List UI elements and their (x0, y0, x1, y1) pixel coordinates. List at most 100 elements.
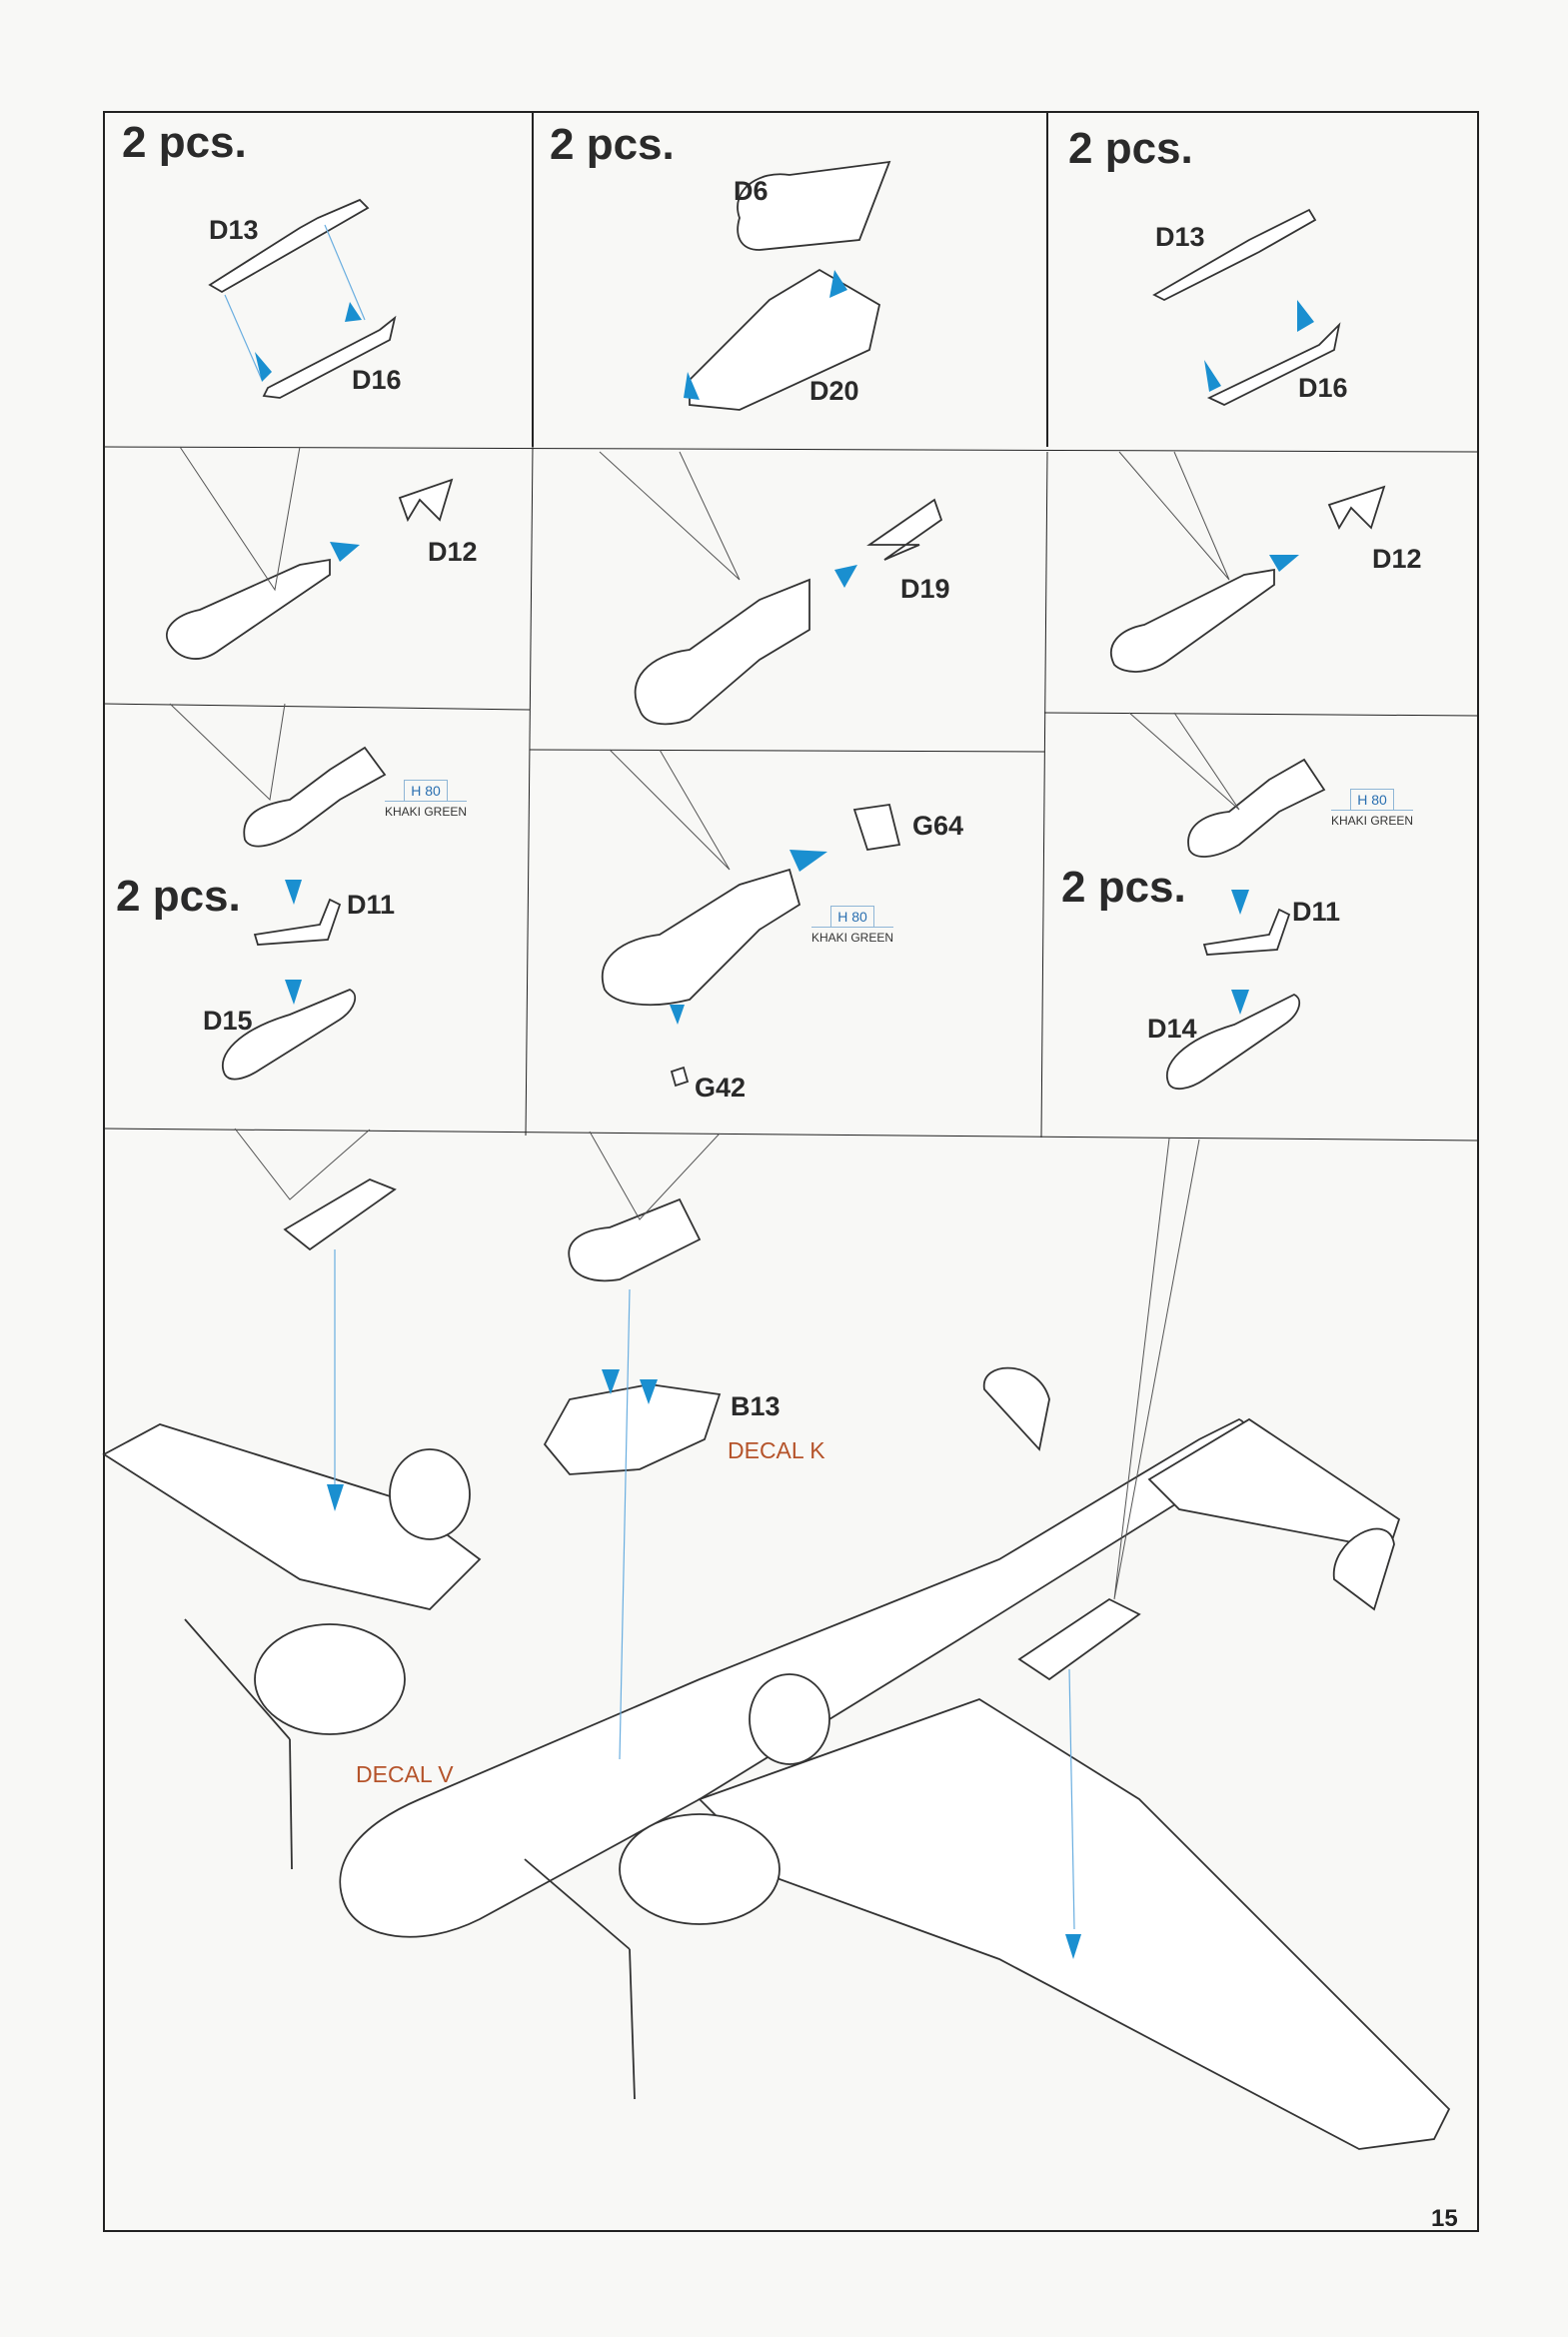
arrow-icon (789, 850, 827, 872)
part-label: D19 (900, 574, 950, 604)
quantity-label: 2 pcs. (116, 872, 241, 921)
propeller (184, 1618, 291, 1740)
part-d20 (689, 268, 881, 411)
callout (1113, 1138, 1200, 1600)
engine-right (619, 1813, 781, 1925)
part-label: G64 (912, 811, 964, 841)
arrow-icon (330, 542, 360, 562)
divider (103, 1128, 1479, 1142)
part-label: D11 (1292, 897, 1341, 927)
bomb (165, 558, 331, 660)
page-frame (103, 111, 1479, 2232)
part-label: D16 (352, 365, 402, 395)
wheel (389, 1448, 471, 1540)
paint-code: H 80 (1350, 789, 1395, 810)
paint-callout: H 80 KHAKI GREEN (1331, 789, 1414, 828)
divider (103, 703, 531, 711)
aircraft-wing-left (102, 1423, 482, 1610)
propeller (289, 1738, 293, 1870)
quantity-label: 2 pcs. (1068, 124, 1193, 173)
callout (234, 1128, 371, 1200)
part-d19 (866, 498, 943, 561)
part-label: D12 (1372, 544, 1422, 574)
callout (169, 703, 286, 802)
callout (599, 451, 741, 581)
part-d14 (1166, 993, 1301, 1091)
arrow-icon (285, 880, 302, 905)
callout (589, 1131, 721, 1220)
part-label: B13 (731, 1391, 781, 1421)
part-d15 (222, 989, 357, 1081)
part-label: D13 (1155, 222, 1205, 252)
paint-code: H 80 (830, 906, 875, 927)
bomb (1187, 758, 1326, 858)
arrow-icon (327, 1484, 344, 1511)
part-d11 (1202, 908, 1291, 956)
propeller (629, 1948, 636, 2100)
quantity-label: 2 pcs. (122, 118, 247, 167)
bomb-rack (283, 1178, 397, 1251)
part-d16 (262, 315, 397, 399)
page-number: 15 (1431, 2205, 1458, 2232)
callout (1128, 712, 1240, 811)
arrow-icon (285, 980, 302, 1005)
part-label: D14 (1147, 1014, 1197, 1044)
divider (529, 749, 1045, 753)
part-d12 (1327, 485, 1386, 530)
part-b13 (543, 1383, 722, 1475)
part-g64 (852, 803, 901, 852)
arrow-icon (1231, 990, 1249, 1015)
part-label: D13 (209, 215, 259, 245)
wheel (749, 1673, 830, 1765)
arrow-icon (640, 1379, 658, 1404)
part-label: D16 (1298, 373, 1348, 403)
paint-callout: H 80 KHAKI GREEN (811, 906, 894, 945)
arrow-icon (1269, 555, 1299, 572)
paint-name: KHAKI GREEN (1331, 810, 1414, 828)
bomb-rack (1017, 1597, 1141, 1681)
divider (1043, 712, 1479, 717)
part-d16 (1206, 322, 1341, 406)
quantity-label: 2 pcs. (1061, 863, 1186, 912)
paint-code: H 80 (404, 780, 449, 801)
engine-left (254, 1623, 406, 1735)
aircraft-tailplane (1147, 1417, 1401, 1551)
decal-label: DECAL K (728, 1437, 825, 1463)
aircraft-fin-left (983, 1366, 1050, 1451)
decal-label: DECAL V (356, 1761, 454, 1787)
propeller (524, 1858, 631, 1950)
arrow-icon (1231, 890, 1249, 915)
divider (525, 446, 534, 1137)
arrow-icon (1297, 300, 1314, 332)
paint-name: KHAKI GREEN (385, 801, 468, 819)
part-g42 (670, 1066, 690, 1088)
part-d13 (208, 198, 370, 294)
part-label: D6 (734, 176, 769, 206)
callout (179, 446, 301, 592)
aircraft-fin-right (1333, 1527, 1395, 1611)
quantity-label: 2 pcs. (550, 120, 675, 169)
divider (1040, 451, 1048, 1139)
arrow-group (255, 270, 1314, 1959)
arrow-icon (1204, 360, 1221, 392)
divider (103, 446, 1479, 453)
callout (1118, 451, 1230, 581)
bomb (243, 746, 387, 848)
part-d6 (737, 160, 891, 251)
paint-callout: H 80 KHAKI GREEN (385, 780, 468, 819)
paint-name: KHAKI GREEN (811, 927, 894, 945)
part-label: D15 (203, 1006, 253, 1036)
part-label: D11 (347, 890, 396, 920)
arrow-icon (670, 1005, 685, 1025)
part-d12 (398, 478, 454, 523)
part-d11 (253, 898, 342, 946)
bomb (601, 868, 801, 1007)
bomb (1109, 568, 1275, 673)
part-d13 (1152, 208, 1317, 302)
arrow-icon (829, 270, 847, 298)
callout (609, 749, 731, 871)
arrow-icon (602, 1369, 620, 1394)
part-label: D12 (428, 537, 478, 567)
